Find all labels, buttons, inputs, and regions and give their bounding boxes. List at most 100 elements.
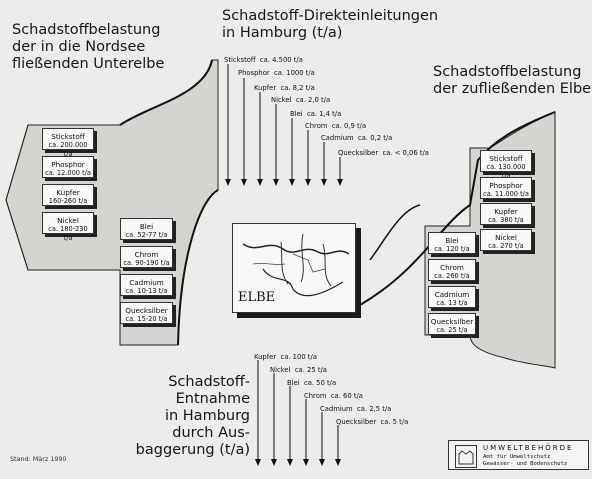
- pollutant-value: ca. 15-20 t/a: [125, 315, 168, 323]
- dredge-label: Nickel ca. 25 t/a: [270, 366, 327, 374]
- inflow-value: ca. 2,0 t/a: [295, 96, 331, 104]
- inflow-value: ca. 0,2 t/a: [358, 134, 393, 142]
- dredge-name: Nickel: [270, 366, 291, 374]
- dredge-value: ca. 60 t/a: [330, 392, 363, 400]
- inflow-arrow-head: [321, 179, 327, 186]
- pollutant-value: ca. 130.000 t/a: [486, 163, 526, 180]
- pollutant-name: Cadmium: [129, 278, 164, 287]
- title-left-line: der in die Nordsee: [12, 39, 146, 55]
- pollutant-value: ca. 120 t/a: [434, 245, 470, 253]
- inflow-name: Chrom: [305, 122, 328, 130]
- authority-logo: UMWELTBEHÖRDE Amt für Umweltschutz Gewäs…: [448, 440, 589, 470]
- dredge-value: ca. 25 t/a: [294, 366, 327, 374]
- pollutant-value: ca. 12.000 t/a: [45, 169, 91, 177]
- map-label: ELBE: [238, 290, 276, 305]
- pollutant-value: ca. 90-190 t/a: [123, 259, 170, 267]
- inflow-arrow-head: [257, 179, 263, 186]
- map-sketch: [242, 233, 350, 297]
- inflow-arrow-head: [273, 179, 279, 186]
- title-bottom-line: Entnahme: [175, 391, 250, 407]
- dredge-name: Quecksilber: [336, 418, 377, 426]
- inflow-label: Stickstoff ca. 4.500 t/a: [224, 56, 303, 64]
- dredge-name: Blei: [287, 379, 300, 387]
- dredge-arrow-head: [255, 459, 261, 466]
- inflow-value: ca. 8,2 t/a: [280, 84, 315, 92]
- inflow-label: Kupfer ca. 8,2 t/a: [254, 84, 315, 92]
- dredge-name: Kupfer: [254, 353, 277, 361]
- title-bottom-line: baggerung (t/a): [135, 442, 250, 458]
- pollutant-name: Phosphor: [489, 181, 523, 190]
- inflow-label: Nickel ca. 2,0 t/a: [271, 96, 330, 104]
- inflow-value: ca. 4.500 t/a: [259, 56, 303, 64]
- logo-line2: Amt für Umweltschutz: [483, 454, 551, 460]
- inflow-name: Blei: [290, 110, 303, 118]
- logo-line1: UMWELTBEHÖRDE: [483, 444, 574, 452]
- inflow-arrow-head: [225, 179, 231, 186]
- dredge-arrow-head: [303, 459, 309, 466]
- title-left-line: fließenden Unterelbe: [12, 56, 165, 72]
- inflow-label: Cadmium ca. 0,2 t/a: [321, 134, 392, 142]
- dredge-label: Blei ca. 50 t/a: [287, 379, 336, 387]
- inflow-name: Kupfer: [254, 84, 277, 92]
- dredge-arrow-head: [271, 459, 277, 466]
- inflow-arrow-head: [305, 179, 311, 186]
- inflow-value: ca. 0,9 t/a: [331, 122, 367, 130]
- inflow-label: Blei ca. 1,4 t/a: [290, 110, 341, 118]
- pollutant-value: ca. 25 t/a: [436, 326, 468, 334]
- dredge-label: Cadmium ca. 2,5 t/a: [320, 405, 391, 413]
- inflow-value: ca. < 0,06 t/a: [382, 149, 429, 157]
- logo-line3: Gewässer- und Bodenschutz: [483, 461, 568, 467]
- title-left-line: Schadstoffbelastung: [12, 22, 161, 38]
- pollutant-name: Stickstoff: [489, 154, 523, 163]
- pollutant-value: ca. 380 t/a: [488, 216, 524, 224]
- pollutant-value: ca. 11.000 t/a: [483, 190, 529, 198]
- title-left: Schadstoffbelastung der in die Nordsee f…: [12, 22, 164, 73]
- dredge-label: Chrom ca. 60 t/a: [304, 392, 363, 400]
- dredge-value: ca. 2,5 t/a: [357, 405, 392, 413]
- inflow-value: ca. 1000 t/a: [274, 69, 315, 77]
- inflow-arrow-head: [289, 179, 295, 186]
- inflow-label: Chrom ca. 0,9 t/a: [305, 122, 366, 130]
- pollutant-name: Phosphor: [51, 160, 85, 169]
- elbe-map: [232, 223, 356, 313]
- pollutant-value: 160-260 t/a: [48, 197, 88, 205]
- pollutant-name: Quecksilber: [430, 317, 474, 326]
- pollutant-name: Nickel: [57, 216, 79, 225]
- pollutant-value: ca. 52-77 t/a: [125, 231, 168, 239]
- dredge-value: ca. 5 t/a: [380, 418, 409, 426]
- pollutant-value: ca. 270 t/a: [488, 242, 524, 250]
- pollutant-value: ca. 13 t/a: [436, 299, 468, 307]
- inflow-name: Phosphor: [238, 69, 270, 77]
- inflow-name: Stickstoff: [224, 56, 256, 64]
- dredge-arrow-head: [335, 459, 341, 466]
- inflow-value: ca. 1,4 t/a: [306, 110, 342, 118]
- dredge-label: Kupfer ca. 100 t/a: [254, 353, 317, 361]
- dredge-name: Chrom: [304, 392, 327, 400]
- title-right-line: Schadstoffbelastung: [433, 64, 582, 80]
- dredge-arrow-head: [287, 459, 293, 466]
- title-top: Schadstoff-Direkteinleitungen in Hamburg…: [222, 8, 438, 42]
- title-right: Schadstoffbelastung der zufließenden Elb…: [433, 64, 591, 98]
- title-bottom-line: durch Aus-: [172, 425, 250, 441]
- pollutant-name: Blei: [445, 236, 459, 245]
- dredge-label: Quecksilber ca. 5 t/a: [336, 418, 408, 426]
- dredge-arrow-head: [319, 459, 325, 466]
- pollutant-name: Cadmium: [434, 290, 470, 299]
- inflow-name: Cadmium: [321, 134, 354, 142]
- inflow-arrow-head: [337, 179, 343, 186]
- pollutant-name: Stickstoff: [51, 132, 85, 141]
